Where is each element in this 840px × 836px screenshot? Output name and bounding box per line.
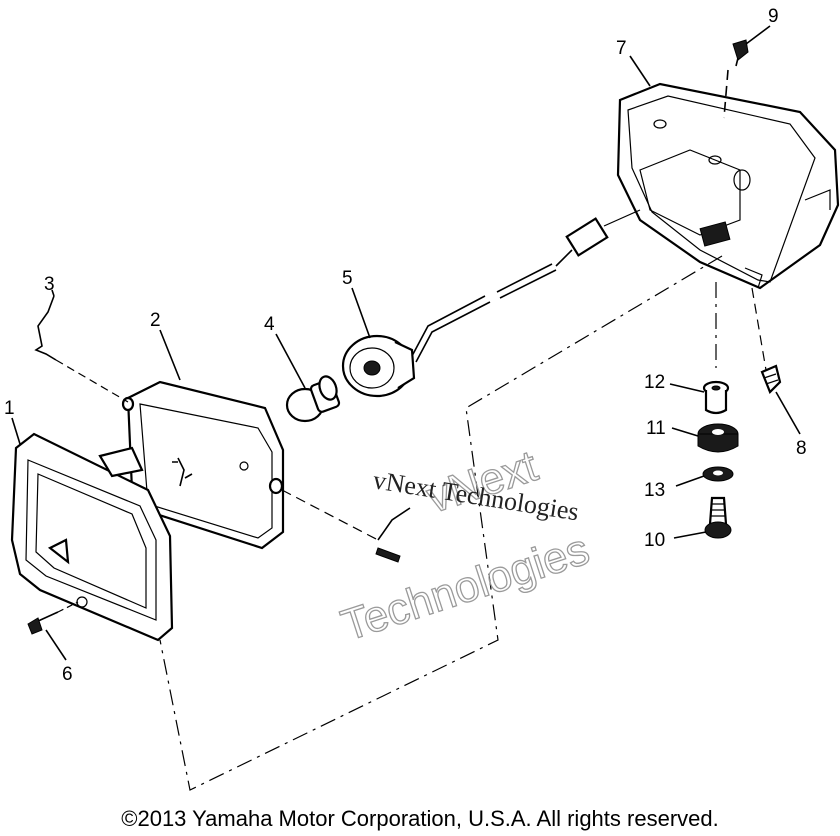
callout-10: 10 — [644, 530, 665, 551]
callout-11: 11 — [646, 418, 666, 439]
part-10-bolt — [704, 496, 732, 539]
leader-lines — [159, 255, 767, 791]
watermark: vNext Technologies vNext Technologies — [335, 441, 596, 651]
part-3-spring — [34, 295, 129, 403]
part-5-socket — [341, 209, 641, 398]
part-1-rim — [10, 432, 174, 642]
callout-leaders — [11, 25, 801, 661]
callout-9: 9 — [768, 6, 779, 27]
callout-12: 12 — [644, 372, 665, 393]
callout-3: 3 — [44, 274, 55, 295]
callout-2: 2 — [150, 310, 161, 331]
part-6-screw — [27, 601, 79, 635]
callout-13: 13 — [644, 480, 665, 501]
wire-terminal — [281, 489, 411, 563]
part-13-washer — [702, 466, 734, 482]
callout-5: 5 — [342, 268, 353, 289]
part-9-screw — [723, 39, 749, 119]
callout-4: 4 — [264, 314, 275, 335]
part-8-screw — [760, 364, 782, 394]
watermark-outline-technologies: Technologies — [336, 525, 595, 651]
copyright-notice: ©2013 Yamaha Motor Corporation, U.S.A. A… — [121, 806, 719, 831]
callout-8: 8 — [796, 438, 807, 459]
part-7-housing — [616, 82, 840, 290]
part-11-grommet — [697, 423, 739, 453]
callout-1: 1 — [4, 398, 15, 419]
callout-6: 6 — [62, 664, 73, 685]
callout-7: 7 — [616, 38, 627, 59]
part-12-collar — [702, 380, 730, 415]
part-4-bulb — [285, 375, 341, 423]
